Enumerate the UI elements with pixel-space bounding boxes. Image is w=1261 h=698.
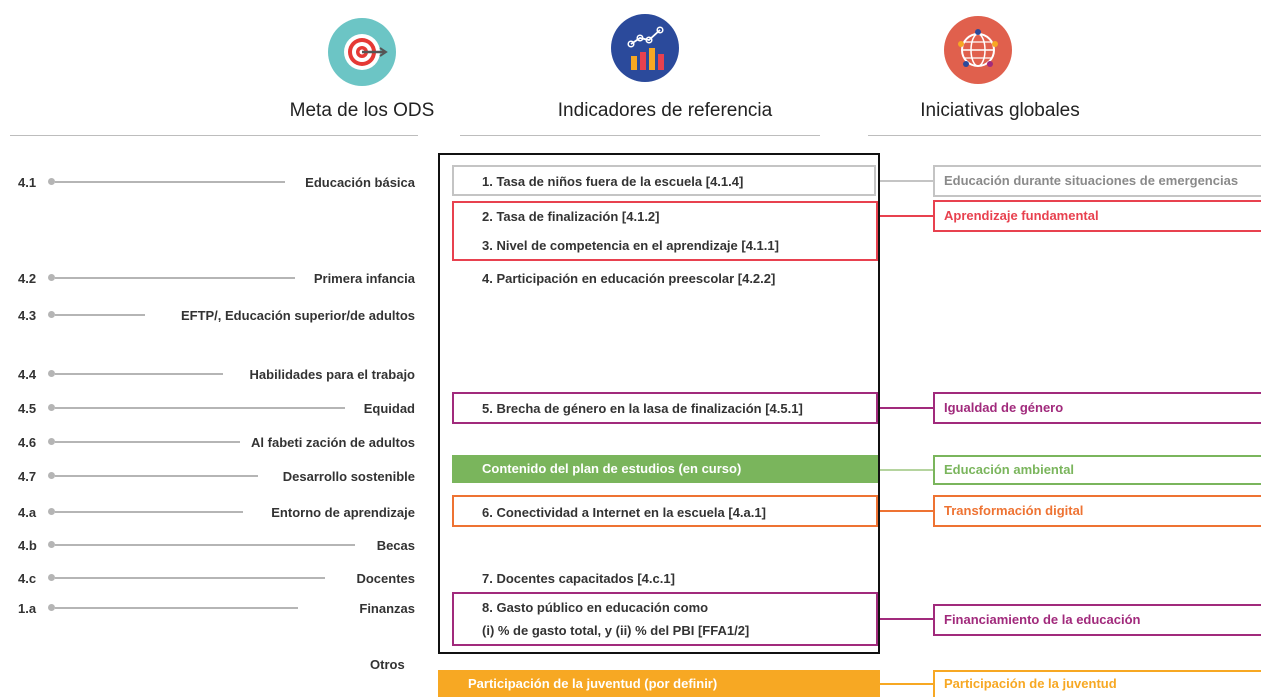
meta-code: 4.b xyxy=(18,538,37,553)
indicator-4: 4. Participación en educación preescolar… xyxy=(482,271,776,286)
meta-line xyxy=(55,577,325,579)
meta-line xyxy=(55,544,355,546)
meta-line xyxy=(55,475,258,477)
initiative-financiamiento: Financiamiento de la educación xyxy=(933,604,1261,636)
meta-code: 4.2 xyxy=(18,271,37,286)
indicator-1-box xyxy=(452,165,876,196)
meta-dot xyxy=(48,438,55,445)
meta-label: Educación básica xyxy=(305,175,415,190)
divider-meta xyxy=(10,135,418,136)
indicator-2: 2. Tasa de finalización [4.1.2] xyxy=(482,209,660,224)
meta-code: 4.5 xyxy=(18,401,37,416)
indicator-6: 6. Conectividad a Internet en la escuela… xyxy=(482,505,766,520)
connector-aprendizaje xyxy=(880,215,933,217)
meta-code: 4.a xyxy=(18,505,37,520)
meta-dot xyxy=(48,604,55,611)
meta-code: 4.6 xyxy=(18,435,37,450)
otros-label: Otros xyxy=(370,657,405,672)
indicator-8-line1: 8. Gasto público en educación como xyxy=(482,600,709,615)
divider-indicadores xyxy=(460,135,820,136)
connector-genero xyxy=(880,407,933,409)
initiative-genero: Igualdad de género xyxy=(933,392,1261,424)
column-title-meta: Meta de los ODS xyxy=(289,100,435,121)
meta-label: Al fabeti zación de adultos xyxy=(251,435,415,450)
connector-financiamiento xyxy=(880,618,933,620)
meta-line xyxy=(55,181,285,183)
meta-line xyxy=(55,441,240,443)
meta-code: 4.7 xyxy=(18,469,37,484)
meta-code: 1.a xyxy=(18,601,37,616)
indicator-8-box xyxy=(452,592,878,646)
divider-iniciativas xyxy=(868,135,1261,136)
meta-line xyxy=(55,607,298,609)
column-title-indicadores: Indicadores de referencia xyxy=(557,100,773,121)
indicator-7: 7. Docentes capacitados [4.c.1] xyxy=(482,571,675,586)
meta-label: Entorno de aprendizaje xyxy=(271,505,415,520)
meta-code: 4.3 xyxy=(18,308,37,323)
meta-label: Equidad xyxy=(363,401,415,416)
meta-label: EFTP/, Educación superior/de adultos xyxy=(180,308,415,323)
initiative-ambiental: Educación ambiental xyxy=(933,455,1261,485)
indicators-frame xyxy=(438,153,880,654)
indicator-2-3-box xyxy=(452,201,878,261)
connector-juventud xyxy=(880,683,933,685)
meta-dot xyxy=(48,370,55,377)
indicator-3: 3. Nivel de competencia en el aprendizaj… xyxy=(482,238,779,253)
meta-label: Becas xyxy=(376,538,415,553)
meta-dot xyxy=(48,574,55,581)
meta-line xyxy=(55,407,345,409)
meta-label: Primera infancia xyxy=(313,271,415,286)
meta-dot xyxy=(48,541,55,548)
meta-dot xyxy=(48,472,55,479)
meta-label: Docentes xyxy=(356,571,415,586)
meta-dot xyxy=(48,508,55,515)
meta-label: Habilidades para el trabajo xyxy=(249,367,415,382)
meta-line xyxy=(55,373,223,375)
indicator-1: 1. Tasa de niños fuera de la escuela [4.… xyxy=(482,174,744,189)
youth-participation-bar: Participación de la juventud (por defini… xyxy=(438,670,880,697)
meta-line xyxy=(55,314,145,316)
meta-label: Finanzas xyxy=(359,601,415,616)
globe-network-icon xyxy=(944,16,1012,84)
meta-dot xyxy=(48,311,55,318)
initiative-emergencias: Educación durante situaciones de emergen… xyxy=(933,165,1261,197)
meta-dot xyxy=(48,404,55,411)
target-icon xyxy=(328,18,396,86)
meta-code: 4.1 xyxy=(18,175,37,190)
meta-line xyxy=(55,511,243,513)
indicator-5-box xyxy=(452,392,878,424)
meta-code: 4.c xyxy=(18,571,37,586)
indicator-5: 5. Brecha de género en la lasa de finali… xyxy=(482,401,803,416)
initiative-aprendizaje: Aprendizaje fundamental xyxy=(933,200,1261,232)
connector-ambiental xyxy=(880,469,933,471)
meta-dot xyxy=(48,274,55,281)
initiative-juventud: Participación de la juventud xyxy=(933,670,1261,697)
indicator-8-line2: (i) % de gasto total, y (ii) % del PBI [… xyxy=(482,623,750,638)
meta-dot xyxy=(48,178,55,185)
bar-line-chart-icon xyxy=(611,14,679,82)
connector-emergencias xyxy=(880,180,933,182)
meta-line xyxy=(55,277,295,279)
meta-code: 4.4 xyxy=(18,367,37,382)
connector-digital xyxy=(880,510,933,512)
column-title-iniciativas: Iniciativas globales xyxy=(920,100,1080,121)
meta-label: Desarrollo sostenible xyxy=(282,469,415,484)
curriculum-content-bar: Contenido del plan de estudios (en curso… xyxy=(452,455,878,483)
indicator-6-box xyxy=(452,495,878,527)
initiative-digital: Transformación digital xyxy=(933,495,1261,527)
